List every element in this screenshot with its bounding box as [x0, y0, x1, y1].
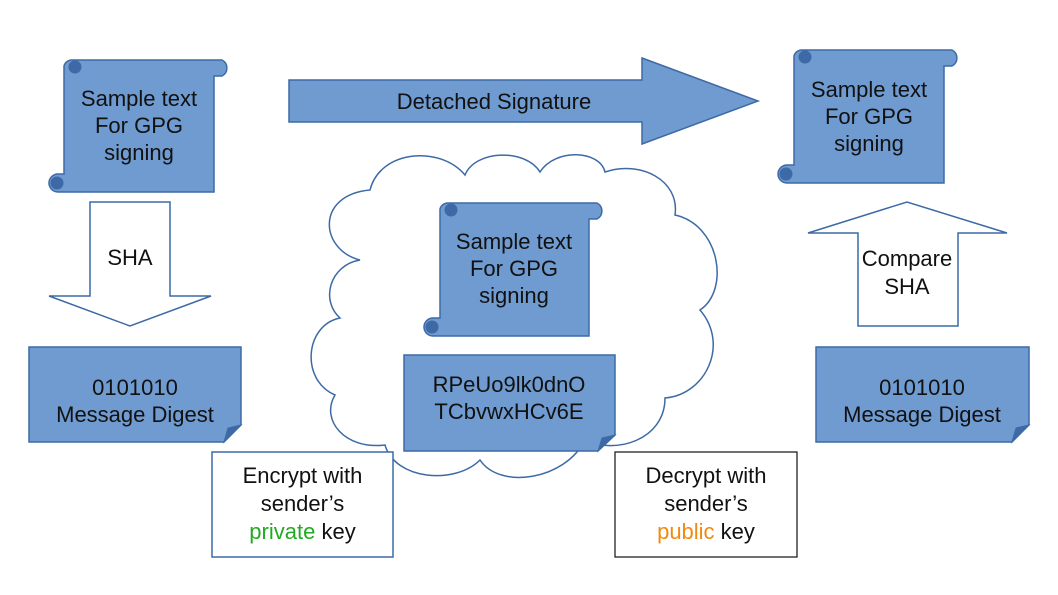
- encrypt-key-suffix: key: [315, 519, 356, 544]
- sha-label: SHA: [107, 245, 153, 270]
- sha-down-arrow: SHA: [48, 201, 212, 327]
- digest-left: 0101010 Message Digest: [28, 346, 243, 444]
- signature-box: RPeUo9lk0dnO TCbvwxHCv6E: [403, 354, 617, 453]
- encrypt-line1: Encrypt with: [242, 463, 363, 488]
- encrypt-box: [211, 451, 394, 558]
- scroll-right-line3: signing: [834, 131, 904, 156]
- encrypt-line2: sender’s: [260, 491, 345, 516]
- decrypt-box: [614, 451, 798, 558]
- scroll-left-line1: Sample text: [81, 86, 197, 111]
- scroll-center-line3: signing: [479, 283, 549, 308]
- digest-left-line2: Message Digest: [56, 402, 214, 427]
- compare-sha-up-arrow: Compare SHA: [807, 201, 1008, 327]
- decrypt-key-suffix: key: [714, 519, 755, 544]
- digest-right-line1: 0101010: [879, 375, 965, 400]
- scroll-left-line2: For GPG: [95, 113, 183, 138]
- scroll-center-line2: For GPG: [470, 256, 558, 281]
- decrypt-box-text: Decrypt with sender’s public key: [615, 462, 797, 546]
- private-word: private: [249, 519, 316, 544]
- signature-line2: TCbvwxHCv6E: [434, 399, 583, 424]
- signature-line1: RPeUo9lk0dnO: [433, 372, 586, 397]
- digest-left-line1: 0101010: [92, 375, 178, 400]
- scroll-right: Sample text For GPG signing: [777, 49, 958, 184]
- scroll-center: Sample text For GPG signing: [423, 202, 603, 337]
- detached-signature-label: Detached Signature: [397, 89, 591, 114]
- detached-signature-arrow: Detached Signature: [288, 56, 761, 146]
- digest-right-line2: Message Digest: [843, 402, 1001, 427]
- scroll-right-line2: For GPG: [825, 104, 913, 129]
- decrypt-line1: Decrypt with: [645, 463, 767, 488]
- public-word: public: [657, 519, 715, 544]
- compare-label-line2: SHA: [884, 274, 930, 299]
- digest-right: 0101010 Message Digest: [815, 346, 1031, 444]
- encrypt-line3: private key: [212, 518, 393, 546]
- decrypt-line2: sender’s: [664, 491, 748, 516]
- compare-label-line1: Compare: [862, 246, 952, 271]
- decrypt-line3: public key: [615, 518, 797, 546]
- encrypt-box-text: Encrypt with sender’s private key: [212, 462, 393, 546]
- scroll-left-line3: signing: [104, 140, 174, 165]
- scroll-center-line1: Sample text: [456, 229, 572, 254]
- scroll-left: Sample text For GPG signing: [48, 59, 228, 193]
- scroll-right-line1: Sample text: [811, 77, 927, 102]
